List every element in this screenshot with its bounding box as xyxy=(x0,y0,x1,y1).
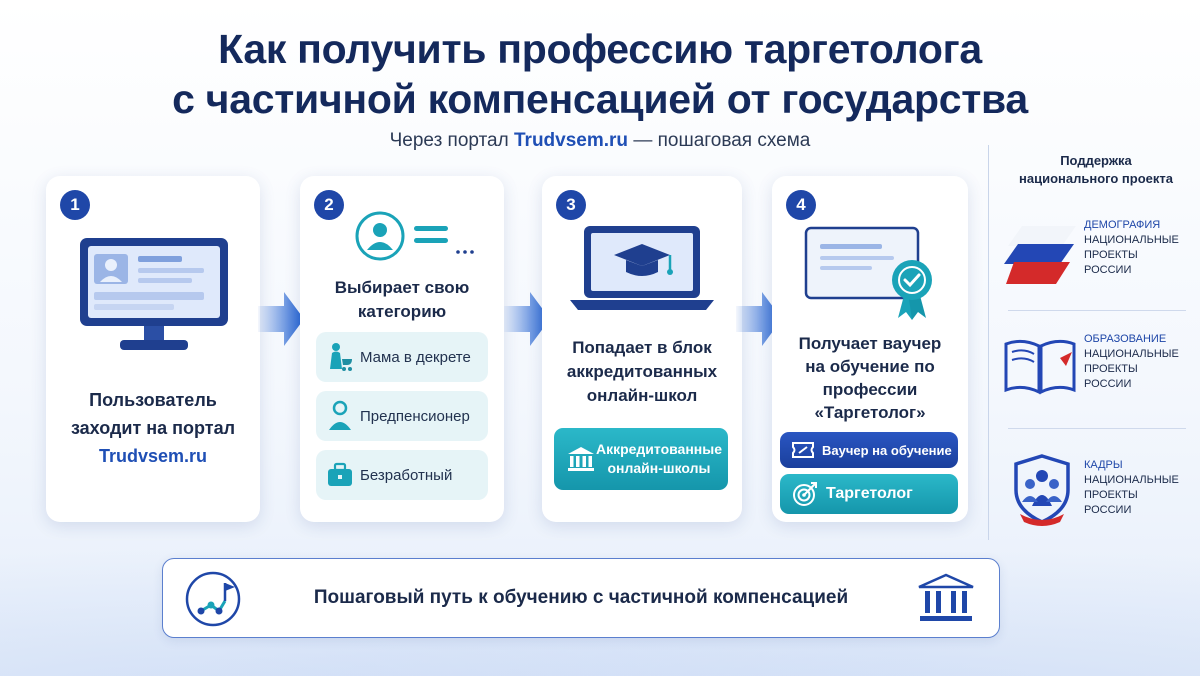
logo-education: ОБРАЗОВАНИЕ НАЦИОНАЛЬНЫЕ ПРОЕКТЫ РОССИИ xyxy=(1000,332,1190,408)
step-1-line-1: Пользователь xyxy=(89,390,217,410)
step-card-1: 1 Пользователь заходит на портал Trudvse… xyxy=(46,176,260,522)
logo-demography-line-3: ПРОЕКТЫ xyxy=(1084,249,1138,261)
logo-divider xyxy=(1008,310,1186,311)
title-line-1: Как получить профессию таргетолога xyxy=(218,26,982,72)
people-shield-icon xyxy=(1014,454,1070,526)
page-subtitle: Через портал Trudvsem.ru — пошаговая схе… xyxy=(0,130,1200,152)
target-icon xyxy=(790,481,820,507)
logo-demography-text: ДЕМОГРАФИЯ НАЦИОНАЛЬНЫЕ ПРОЕКТЫ РОССИИ xyxy=(1084,218,1179,278)
bottom-banner: Пошаговый путь к обучению с частичной ко… xyxy=(162,558,1000,638)
logo-personnel-line-2: НАЦИОНАЛЬНЫЕ xyxy=(1084,474,1179,486)
support-title: Поддержка национального проекта xyxy=(996,152,1196,188)
step-4-text: Получает ваучер на обучение по профессии… xyxy=(772,332,968,424)
step-number-4: 4 xyxy=(786,190,816,220)
title-line-2: с частичной компенсацией от государства xyxy=(172,76,1028,122)
support-title-line-2: национального проекта xyxy=(1019,171,1173,186)
category-unemployed-label: Безработный xyxy=(360,466,453,484)
logo-education-head: ОБРАЗОВАНИЕ xyxy=(1084,333,1167,345)
voucher-button[interactable]: Ваучер на обучение xyxy=(780,432,958,468)
voucher-label: Ваучер на обучение xyxy=(822,442,952,458)
route-flag-icon xyxy=(185,571,241,627)
step-3-line-3: онлайн-школ xyxy=(586,386,698,405)
targetolog-button[interactable]: Таргетолог xyxy=(780,474,958,514)
step-3-text: Попадает в блок аккредитованных онлайн-ш… xyxy=(542,336,742,408)
logo-education-line-4: РОССИИ xyxy=(1084,378,1132,390)
logo-demography-line-4: РОССИИ xyxy=(1084,264,1132,276)
logo-personnel-line-4: РОССИИ xyxy=(1084,504,1132,516)
step-4-line-1: Получает ваучер xyxy=(798,334,942,353)
step-card-4: 4 Получает ваучер на обучение по професс… xyxy=(772,176,968,522)
step-3-line-2: аккредитованных xyxy=(566,362,718,381)
briefcase-icon xyxy=(320,461,360,489)
step-4-line-2: на обучение по xyxy=(805,357,935,376)
logo-personnel-text: КАДРЫ НАЦИОНАЛЬНЫЕ ПРОЕКТЫ РОССИИ xyxy=(1084,458,1179,518)
step-number-1: 1 xyxy=(60,190,90,220)
logo-personnel-line-3: ПРОЕКТЫ xyxy=(1084,489,1138,501)
logo-education-line-2: НАЦИОНАЛЬНЫЕ xyxy=(1084,348,1179,360)
logo-personnel: КАДРЫ НАЦИОНАЛЬНЫЕ ПРОЕКТЫ РОССИИ xyxy=(1000,452,1190,532)
step-card-2: 2 Выбирает свою категорию Мама в декрете xyxy=(300,176,504,522)
arrow-right-icon xyxy=(258,292,304,346)
category-mother-label: Мама в декрете xyxy=(360,348,471,366)
subtitle-suffix: — пошаговая схема xyxy=(633,130,811,151)
step-number-3: 3 xyxy=(556,190,586,220)
accredited-schools-line-1: Аккредитованные xyxy=(595,441,722,457)
footer-label: Пошаговый путь к обучению с частичной ко… xyxy=(313,587,849,608)
page-title: Как получить профессию таргетолога с час… xyxy=(0,24,1200,124)
computer-monitor-icon xyxy=(80,238,228,350)
support-title-line-1: Поддержка xyxy=(1060,153,1132,168)
accredited-schools-line-2: онлайн-школы xyxy=(607,460,711,476)
logo-education-line-3: ПРОЕКТЫ xyxy=(1084,363,1138,375)
step-1-line-2: заходит на портал xyxy=(70,418,236,438)
logo-personnel-head: КАДРЫ xyxy=(1084,459,1123,471)
step-2-line-2: категорию xyxy=(357,302,447,321)
step-4-line-3: профессии xyxy=(822,380,918,399)
logo-demography-line-2: НАЦИОНАЛЬНЫЕ xyxy=(1084,234,1179,246)
accredited-schools-label: Аккредитованные онлайн-школы xyxy=(596,440,722,478)
certificate-badge-icon xyxy=(804,226,932,320)
subtitle-prefix: Через портал xyxy=(389,130,509,151)
category-mother[interactable]: Мама в декрете xyxy=(316,332,488,382)
category-pre-retiree-label: Предпенсионер xyxy=(360,407,470,425)
category-unemployed[interactable]: Безработный xyxy=(316,450,488,500)
accredited-schools-button[interactable]: Аккредитованные онлайн-школы xyxy=(554,428,728,490)
senior-person-icon xyxy=(320,400,360,432)
step-card-3: 3 Попадает в блок аккредитованных онлайн… xyxy=(542,176,742,522)
sidebar-divider xyxy=(988,145,989,540)
arrow-right-icon xyxy=(736,292,782,346)
subtitle-brand: Trudvsem.ru xyxy=(514,130,629,151)
category-pre-retiree[interactable]: Предпенсионер xyxy=(316,391,488,441)
step-1-text: Пользователь заходит на портал Trudvsem.… xyxy=(46,388,260,469)
logo-education-text: ОБРАЗОВАНИЕ НАЦИОНАЛЬНЫЕ ПРОЕКТЫ РОССИИ xyxy=(1084,332,1179,392)
step-number-2: 2 xyxy=(314,190,344,220)
user-profile-icon xyxy=(355,211,474,261)
step-2-text: Выбирает свою категорию xyxy=(300,276,504,324)
mother-stroller-icon xyxy=(320,341,360,373)
step-3-line-1: Попадает в блок xyxy=(572,338,712,357)
laptop-graduation-icon xyxy=(570,226,714,310)
logo-divider xyxy=(1008,428,1186,429)
ticket-icon xyxy=(788,441,818,459)
step-2-line-1: Выбирает свою xyxy=(334,278,470,297)
institution-icon xyxy=(566,446,596,472)
arrow-right-icon xyxy=(504,292,550,346)
demography-flag-icon xyxy=(1004,226,1076,284)
step-1-line-3: Trudvsem.ru xyxy=(98,446,208,466)
open-book-icon xyxy=(1004,339,1076,395)
logo-demography: ДЕМОГРАФИЯ НАЦИОНАЛЬНЫЕ ПРОЕКТЫ РОССИИ xyxy=(1000,218,1190,294)
targetolog-label: Таргетолог xyxy=(826,485,913,502)
logo-demography-head: ДЕМОГРАФИЯ xyxy=(1084,219,1161,231)
step-4-line-4: «Таргетолог» xyxy=(814,403,926,422)
government-building-icon xyxy=(918,573,974,621)
